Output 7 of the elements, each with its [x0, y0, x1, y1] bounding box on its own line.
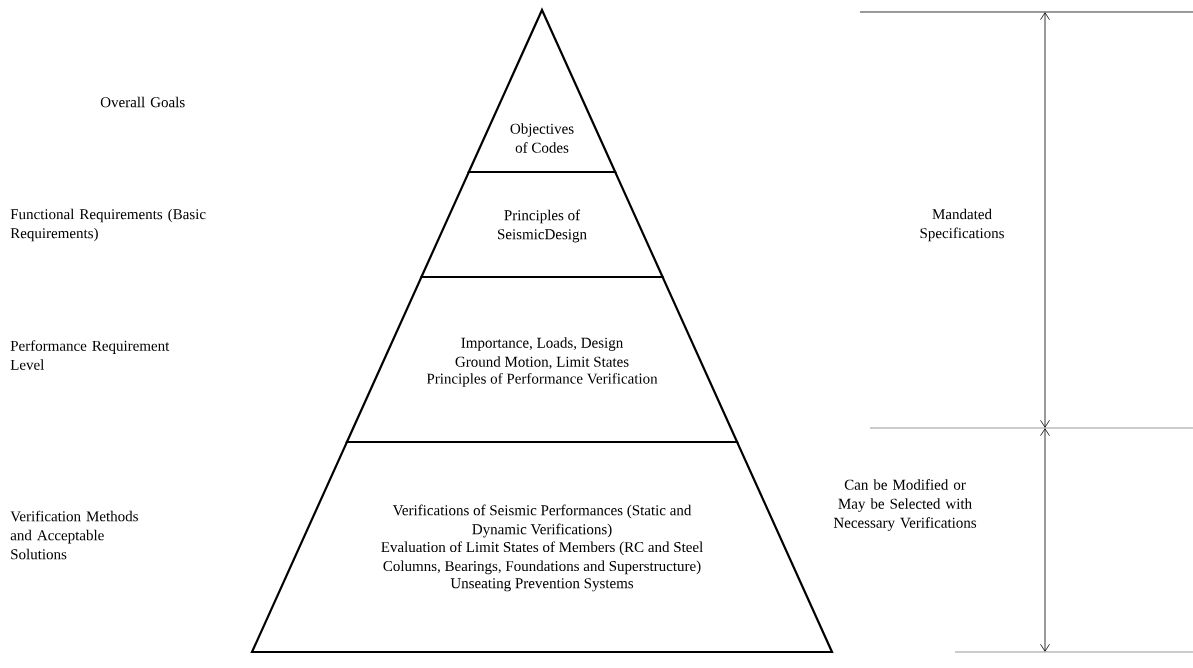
level-label: Functional Requirements (Basic Requirements)	[10, 208, 206, 242]
level-label: Overall Goals	[100, 96, 185, 108]
level-label: Mandated Specifications	[920, 208, 1004, 242]
level-label: Performance Requirement Level	[10, 340, 170, 370]
level-label: Verification Methods and Acceptable Solutions	[10, 510, 138, 560]
pyramid-tier: Verifications of Seismic Performances (Static and Dynamic Verifications) Evaluation of Limit States of Members (RC and Steel Columns, Bearings, Foundations and Superstructure) Unseating Prevention Systems	[250, 440, 834, 654]
pyramid-tier: Importance, Loads, Design Ground Motion, Limit States Principles of Performance Verification	[345, 275, 739, 444]
